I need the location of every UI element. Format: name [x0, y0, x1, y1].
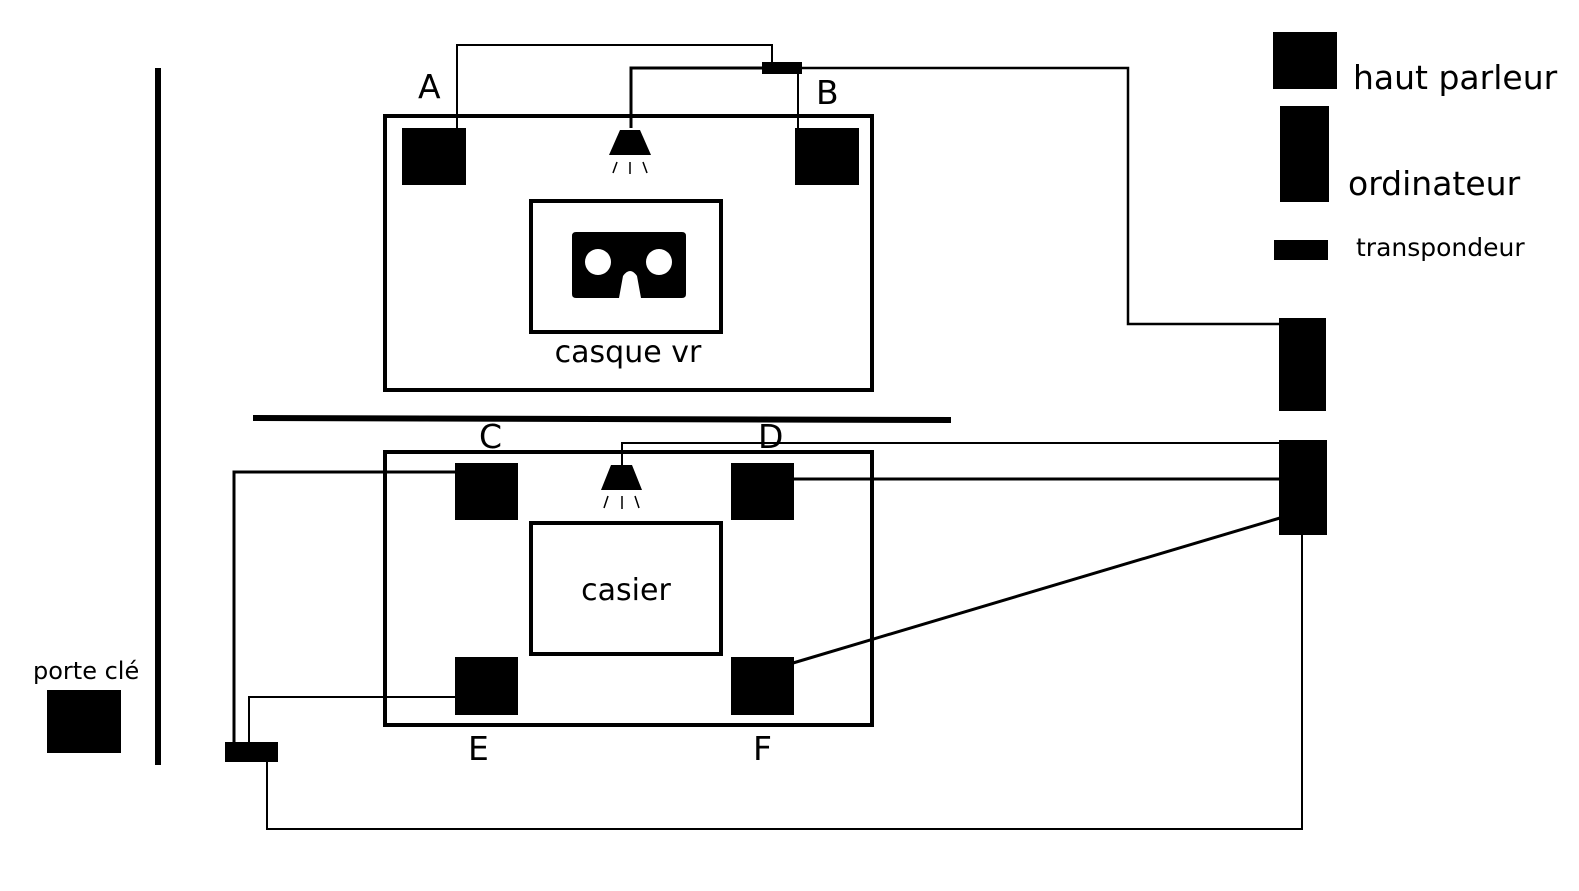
- legend-computer-swatch: [1280, 106, 1329, 202]
- wire-transponder-bottom-to-computer-2: [266, 535, 1303, 830]
- locker-label: casier: [581, 573, 671, 608]
- ceiling-lamp-icon: [601, 465, 642, 509]
- wire-lamp-to-computer-2: [621, 442, 1280, 465]
- legend-speaker-swatch: [1273, 32, 1337, 89]
- speaker-d: D: [731, 417, 794, 520]
- speaker-b-label: B: [816, 73, 839, 112]
- speaker-b: B: [795, 73, 859, 185]
- speaker-e-label: E: [468, 729, 489, 768]
- middle-wall: [252, 415, 952, 423]
- key-holder: [47, 690, 121, 753]
- wire-transponder-top-to-computer-1: [800, 66, 1280, 326]
- speaker-c: C: [455, 417, 518, 520]
- speaker-d-label: D: [758, 417, 783, 456]
- transponder-top: [762, 62, 802, 74]
- speaker-a-label: A: [418, 67, 441, 106]
- speaker-f-label: F: [753, 729, 772, 768]
- speaker-c-label: C: [479, 417, 502, 456]
- legend-computer-label: ordinateur: [1348, 164, 1521, 203]
- ceiling-lamp-icon: [609, 130, 651, 174]
- legend: haut parleur ordinateur transpondeur: [1273, 32, 1558, 262]
- wire-c-to-transponder-bottom: [232, 470, 455, 742]
- legend-transponder-swatch: [1274, 240, 1328, 260]
- legend-transponder-label: transpondeur: [1356, 233, 1525, 262]
- key-holder-label: porte clé: [33, 657, 139, 685]
- speaker-e: E: [455, 657, 518, 768]
- speaker-f: F: [731, 657, 794, 768]
- vr-headset-icon: [572, 232, 686, 298]
- transponder-bottom: [225, 742, 278, 762]
- upper-room-box: [383, 114, 874, 392]
- computer-2: [1279, 440, 1327, 535]
- computer-1: [1279, 318, 1326, 411]
- locker-box: [529, 521, 723, 656]
- speaker-a: A: [402, 67, 466, 185]
- wire-e-to-transponder-bottom: [248, 696, 455, 742]
- legend-speaker-label: haut parleur: [1353, 58, 1558, 97]
- wire-a-to-transponder-top: [456, 44, 773, 128]
- wire-lamp-to-transponder-top: [629, 66, 764, 128]
- vr-label: casque vr: [555, 335, 702, 370]
- wire-f-to-computer-2: [792, 516, 1281, 665]
- lower-room-box: [383, 450, 874, 727]
- vr-frame: [529, 199, 723, 334]
